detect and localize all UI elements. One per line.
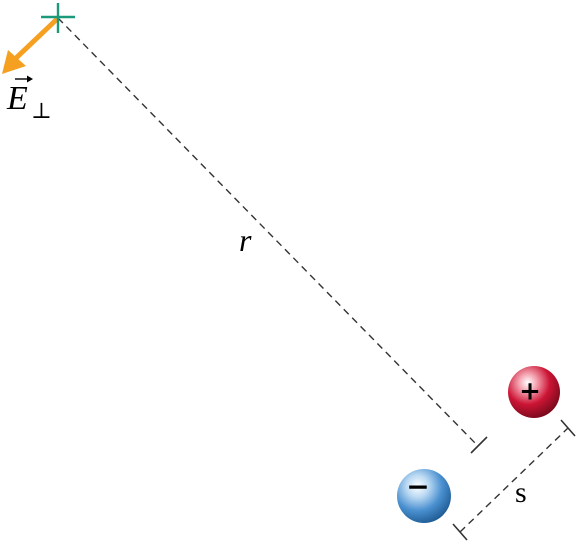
field-label: E ⊥ xyxy=(6,75,52,123)
distance-r-line xyxy=(57,17,479,447)
negative-sign: − xyxy=(406,470,429,503)
field-arrow-icon xyxy=(2,17,59,74)
separation-s-endcap-right xyxy=(560,419,576,437)
vector-arrow-icon xyxy=(15,75,33,83)
separation-s-line xyxy=(459,427,569,533)
field-subscript: ⊥ xyxy=(31,98,52,123)
field-symbol: E xyxy=(6,80,28,117)
negative-charge: − xyxy=(397,469,451,523)
separation-s-endcap-left xyxy=(452,523,468,541)
positive-sign: + xyxy=(519,377,541,407)
positive-charge: + xyxy=(508,366,560,418)
distance-r-label: r xyxy=(239,222,252,258)
observation-point-icon xyxy=(41,3,75,33)
separation-s-label: s xyxy=(515,476,527,509)
distance-r-endcap xyxy=(470,436,488,454)
